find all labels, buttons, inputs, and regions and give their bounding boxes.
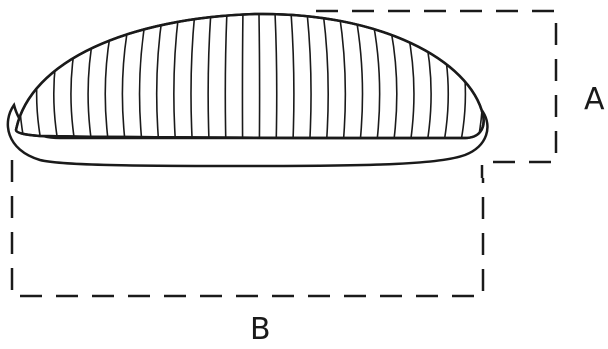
stitch-line [241,13,244,138]
pillow-top-outline [14,12,485,140]
stitch-line [289,13,295,138]
dimension-a-label: A [584,82,605,117]
dimension-b-bracket [10,160,485,298]
stitch-line [207,13,213,138]
dimension-a-bracket [316,9,558,178]
stitch-line [321,13,330,138]
dimension-b-label: B [250,312,271,347]
stitch-line [273,13,278,138]
stitch-line [258,13,261,138]
stitch-line [224,13,229,138]
stitch-line [305,13,312,138]
